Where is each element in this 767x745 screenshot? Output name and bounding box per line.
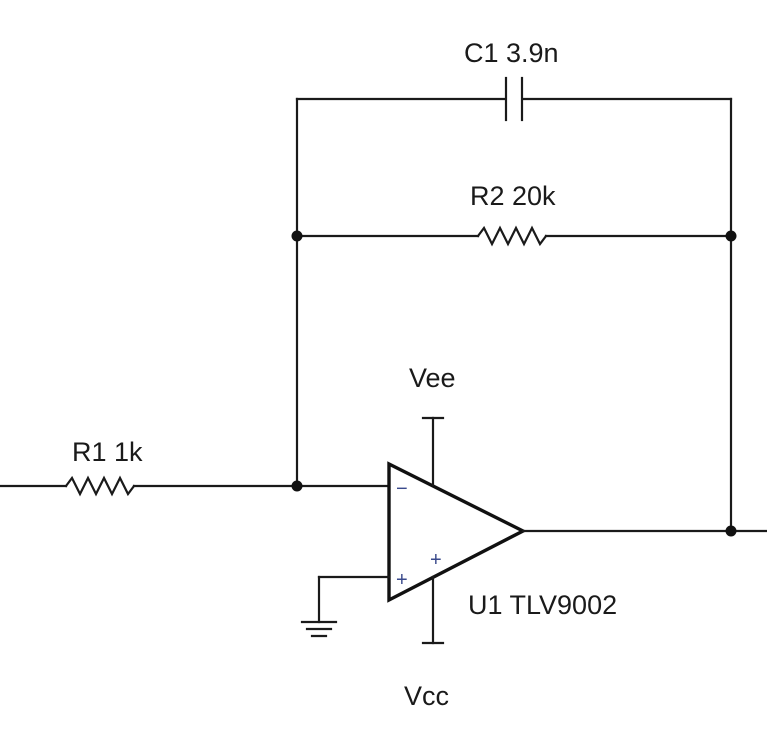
- supply-plus-sign: +: [430, 549, 442, 571]
- r2-resistor: [476, 225, 548, 247]
- junction-node-output: [725, 525, 737, 537]
- inverting-input-sign: −: [396, 478, 408, 500]
- r1-resistor: [64, 475, 136, 497]
- noninverting-input-sign: +: [396, 569, 408, 591]
- vee-label: Vee: [409, 363, 456, 393]
- opamp-u1-triangle: [387, 461, 527, 603]
- r1-label: R1 1k: [72, 437, 143, 467]
- junction-node-inverting: [291, 480, 303, 492]
- u1-label: U1 TLV9002: [468, 590, 617, 620]
- junction-node-r2-left: [291, 230, 303, 242]
- junction-node-r2-right: [725, 230, 737, 242]
- r2-label: R2 20k: [470, 181, 556, 211]
- vcc-label: Vcc: [404, 681, 449, 711]
- c1-label: C1 3.9n: [464, 38, 559, 68]
